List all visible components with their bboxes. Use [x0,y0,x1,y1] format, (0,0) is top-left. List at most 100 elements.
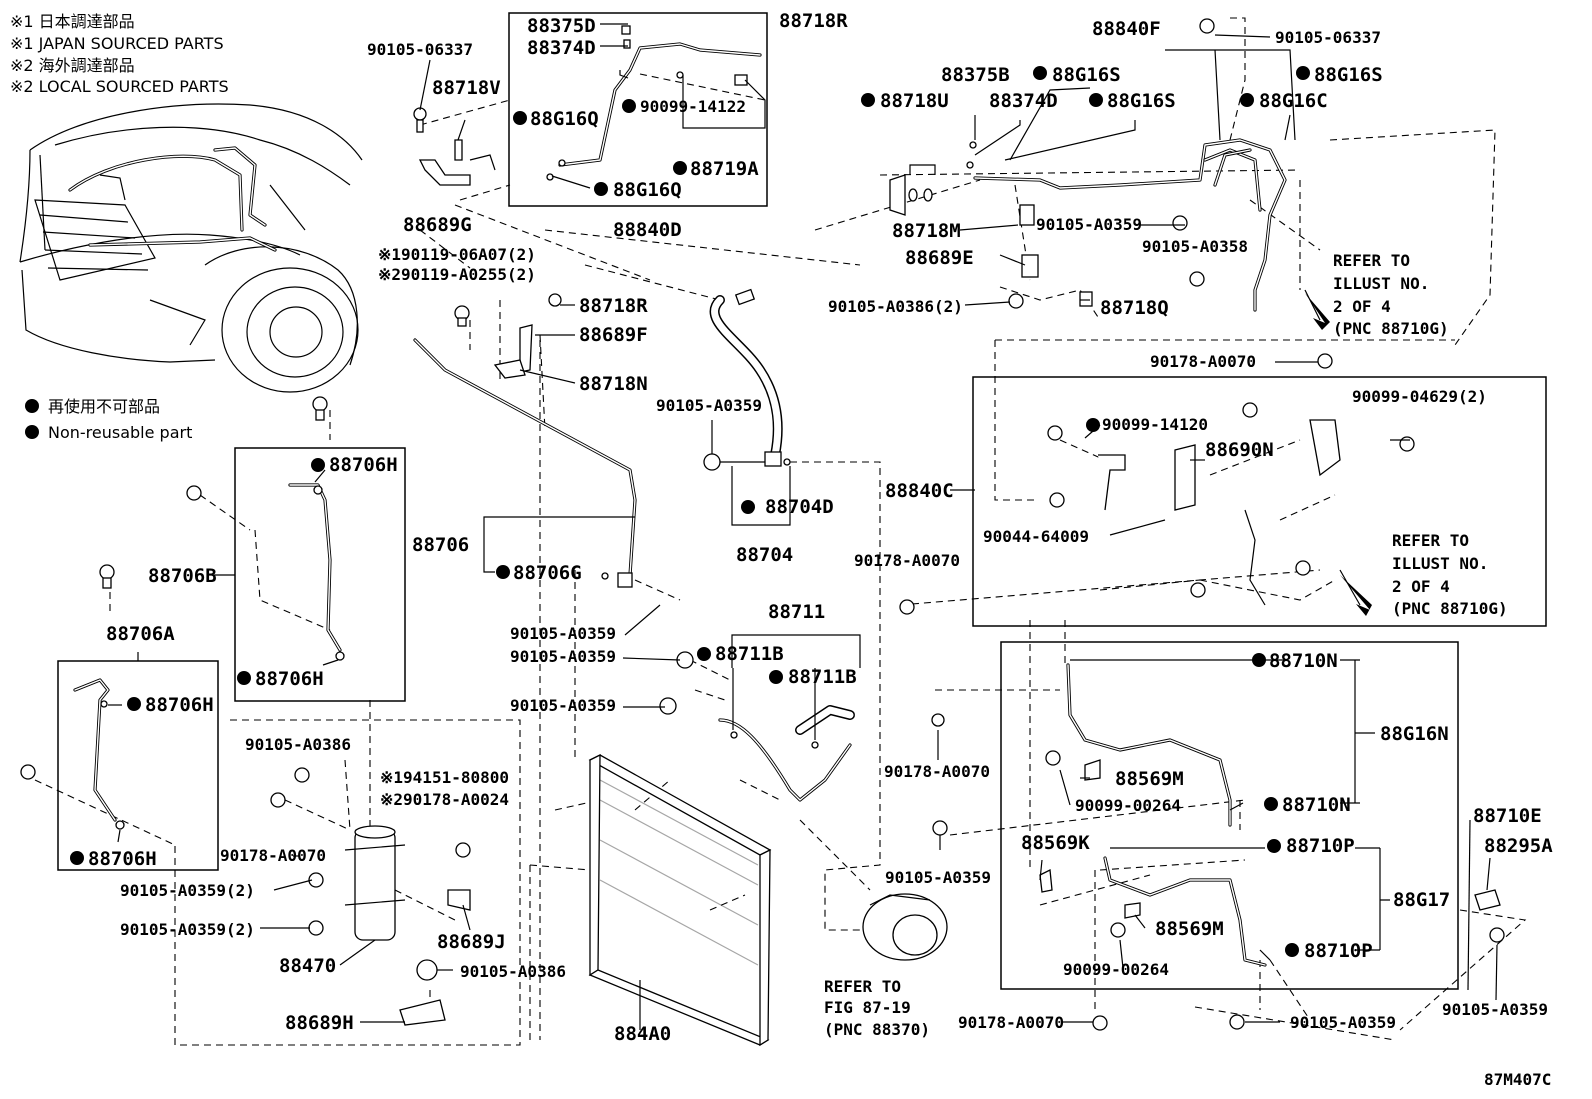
non-reusable-dot-icon [1033,66,1047,80]
non-reusable-dot-icon [741,500,755,514]
leader-lines [108,23,1498,1030]
label-88840C: 88840C [885,480,954,502]
group-boxes [57,12,1547,990]
illustration-code: 87M407C [1484,1070,1551,1089]
non-reusable-dot-icon [311,458,325,472]
non-reusable-dot-icon [1264,797,1278,811]
label-88295A: 88295A [1484,835,1553,857]
label-88840F: 88840F [1092,18,1161,40]
label-90105-A0359: 90105-A0359 [885,868,991,887]
vehicle-front-sketch [19,103,363,393]
note-local-jp: ※2 海外調達部品 [10,56,135,75]
legend: 再使用不可部品 Non-reusable part [25,397,192,442]
label-88718V: 88718V [432,77,501,99]
label-88718Q: 88718Q [1100,297,1169,319]
label-88711: 88711 [768,601,825,623]
label-88374D: 88374D [989,90,1058,112]
label-88569M: 88569M [1155,918,1224,940]
non-reusable-dot-icon [1285,943,1299,957]
label-884A0: 884A0 [614,1023,671,1045]
non-reusable-dot-icon [127,697,141,711]
label-88375B: 88375B [941,64,1010,86]
label-88710P: 88710P [1286,835,1355,857]
refer-2-line1: REFER TO [1392,531,1469,550]
reference-arrows [1305,293,1372,616]
pipe-88706B [186,396,345,661]
refer-2-line3: 2 OF 4 [1392,577,1450,596]
label-90099-00264: 90099-00264 [1075,796,1181,815]
label-88G16C: 88G16C [1259,90,1328,112]
refer-1-line4: (PNC 88710G) [1333,319,1449,338]
part-labels: 88718R 90105-06337 88718V 88375D 88374D … [88,10,1553,1045]
label-90105-A0359: 90105-A0359 [510,647,616,666]
label-90105-A0359: 90105-A0359 [1442,1000,1548,1019]
pipe-88G17 [931,713,1505,1031]
label-88706H: 88706H [145,694,214,716]
label-90105-A0386: 90105-A0386 [460,962,566,981]
label-88569K: 88569K [1021,832,1090,854]
label-88706G: 88706G [513,562,582,584]
refer-1-line2: ILLUST NO. [1333,274,1429,293]
note-japan-en: ※1 JAPAN SOURCED PARTS [10,34,224,53]
non-reusable-markers [70,66,1310,957]
bracket-88689G [413,107,496,186]
label-90105-A0359: 90105-A0359 [510,696,616,715]
label-90105-A0359: 90105-A0359 [656,396,762,415]
label-88689E: 88689E [905,247,974,269]
pipe-88706 [413,293,637,588]
refer-fig-line2: FIG 87-19 [824,998,911,1017]
label-88718N: 88718N [579,373,648,395]
label-90105-A0359: 90105-A0359 [1290,1013,1396,1032]
non-reusable-dot-icon [594,182,608,196]
non-reusable-dot-icon [25,399,39,413]
label-88374D: 88374D [527,37,596,59]
pipe-88840F [889,18,1287,312]
box-88710E [1000,641,1459,990]
pipe-88840D [546,25,762,189]
note-japan-jp: ※1 日本調達部品 [10,12,135,31]
box-88840D [508,12,768,207]
label-88G16N: 88G16N [1380,723,1449,745]
label-88G16S: 88G16S [1107,90,1176,112]
label-88710E: 88710E [1473,805,1542,827]
condenser-884A0 [588,753,772,1047]
label-88718M: 88718M [892,220,961,242]
label-88718R: 88718R [779,10,848,32]
label-90178-A0070: 90178-A0070 [958,1013,1064,1032]
label-88689F: 88689F [579,324,648,346]
label-90099-14120: 90099-14120 [1102,415,1208,434]
label-90119-A0255: ※290119-A0255(2) [378,265,536,284]
label-88706H: 88706H [255,668,324,690]
non-reusable-dot-icon [673,161,687,175]
note-local-en: ※2 LOCAL SOURCED PARTS [10,77,229,96]
label-90178-A0070: 90178-A0070 [1150,352,1256,371]
label-88706A: 88706A [106,623,175,645]
label-90105-A0386: 90105-A0386 [245,735,351,754]
arrow-down-icon [1305,293,1330,330]
label-90099-14122: 90099-14122 [640,97,746,116]
compressor-reference [862,893,948,961]
hose-88711 [659,651,855,802]
label-90105-A0359-2: 90105-A0359(2) [120,881,255,900]
label-88375D: 88375D [527,15,596,37]
non-reusable-dot-icon [697,647,711,661]
non-reusable-dot-icon [622,99,636,113]
label-90178-A0070: 90178-A0070 [220,846,326,865]
label-88718U: 88718U [880,90,949,112]
label-88706H: 88706H [329,454,398,476]
label-88G16Q: 88G16Q [613,179,682,201]
label-88706B: 88706B [148,565,217,587]
label-90105-A0386-2: 90105-A0386(2) [828,297,963,316]
non-reusable-dot-icon [1086,418,1100,432]
label-88G16Q: 88G16Q [530,108,599,130]
label-88569M: 88569M [1115,768,1184,790]
label-90105-A0358: 90105-A0358 [1142,237,1248,256]
sourcing-notes: ※1 日本調達部品 ※1 JAPAN SOURCED PARTS ※2 海外調達… [10,12,229,96]
label-88689G: 88689G [403,214,472,236]
refer-fig-line1: REFER TO [824,977,901,996]
hose-88704 [703,288,791,471]
refer-2-line2: ILLUST NO. [1392,554,1488,573]
label-88470: 88470 [279,955,336,977]
non-reusable-dot-icon [1240,93,1254,107]
